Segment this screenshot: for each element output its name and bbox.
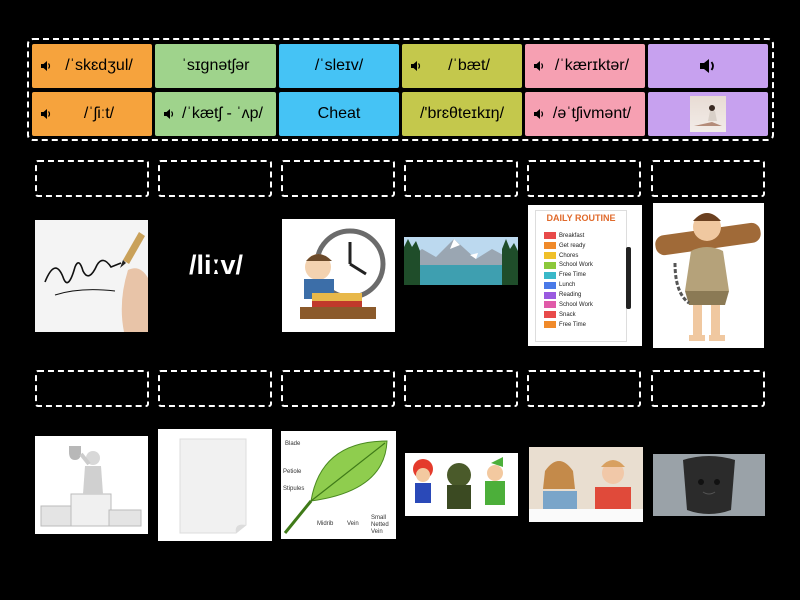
routine-item-label: Chores [559,252,579,259]
daily-routine-item: Lunch [544,280,593,290]
tile-audio-only[interactable] [648,44,768,88]
tile-label: /ˈbæt/ [448,57,490,74]
achievement-podium-image [35,436,148,534]
routine-item-label: Free Time [559,272,587,279]
daily-routine-item: Get ready [544,241,593,251]
routine-item-label: School Work [559,301,593,308]
slave-image [653,203,764,348]
tile-label: /'brɛθteɪkɪŋ/ [419,105,505,122]
blank-sheet-image [158,429,272,541]
daily-routine-item: Snack [544,310,593,320]
person-thumbnail [690,96,726,132]
routine-item-label: Reading [559,292,582,299]
tile-breathtaking[interactable]: /'brɛθteɪkɪŋ/ [402,92,522,136]
leaf-label-vein: Vein [347,521,359,527]
routine-color-swatch [544,281,556,289]
daily-routine-item: School Work [544,261,593,271]
routine-item-label: Snack [559,311,576,318]
routine-color-swatch [544,261,556,269]
drop-slot-2[interactable] [158,160,272,197]
catch-up-children-image [529,447,643,522]
tile-label: /əˈtʃivmənt/ [552,105,632,122]
schedule-clock-image [282,219,395,332]
breathtaking-landscape-image [404,237,518,285]
speaker-icon[interactable] [40,60,52,72]
leaf-label-stipules: Stipules [283,486,305,492]
drop-slot-5[interactable] [527,160,641,197]
drop-slot-10[interactable] [404,370,518,407]
routine-item-label: School Work [559,262,593,269]
routine-item-label: Free Time [559,321,587,328]
drop-slot-8[interactable] [158,370,272,407]
tile-image-person[interactable] [648,92,768,136]
tile-character[interactable]: /ˈkærɪktər/ [525,44,645,88]
routine-color-swatch [544,232,556,240]
bat-image [653,454,765,516]
routine-color-swatch [544,291,556,299]
leaf-label-small-vein: Small Netted Vein [371,515,389,535]
leave-phonetic-card: /liːv/ [188,250,243,280]
tile-label: /ˈsleɪv/ [314,57,364,74]
drop-slot-4[interactable] [404,160,518,197]
drop-slot-9[interactable] [281,370,395,407]
signature-image [35,220,148,332]
daily-routine-item: Chores [544,251,593,261]
daily-routine-item: Free Time [544,320,593,330]
daily-routine-item: School Work [544,300,593,310]
tile-catch-up[interactable]: /ˈkætʃ - ˈʌp/ [155,92,276,136]
routine-item-label: Breakfast [559,232,585,239]
leaf-label-midrib: Midrib [317,521,334,527]
tile-label: /ˈʃiːt/ [83,105,115,122]
daily-routine-title: DAILY ROUTINE [546,213,616,223]
drop-slot-7[interactable] [35,370,149,407]
tile-label: /ˈkærɪktər/ [554,57,630,74]
speaker-icon[interactable] [163,108,175,120]
speaker-icon[interactable] [533,108,545,120]
speaker-icon[interactable] [410,60,422,72]
leaf-label-petiole: Petiole [283,469,302,475]
routine-color-swatch [544,301,556,309]
daily-routine-item: Free Time [544,271,593,281]
tile-achievement[interactable]: /əˈtʃivmənt/ [525,92,645,136]
speaker-icon[interactable] [40,108,52,120]
speaker-icon[interactable] [533,60,545,72]
drop-slot-6[interactable] [651,160,765,197]
daily-routine-item: Reading [544,290,593,300]
answer-tile-pool [27,38,774,141]
tile-sheet[interactable]: /ˈʃiːt/ [32,92,152,136]
routine-color-swatch [544,321,556,329]
tile-label: Cheat [317,105,361,122]
tile-label: /ˈskɛdʒul/ [65,57,133,74]
drop-slot-12[interactable] [651,370,765,407]
routine-color-swatch [544,271,556,279]
drop-slot-1[interactable] [35,160,149,197]
tile-slave[interactable]: /ˈsleɪv/ [279,44,399,88]
leaf-diagram-image: Blade Petiole Stipules Midrib Vein Small… [281,431,396,539]
tile-label: ˈsɪgnətʃər [181,57,250,74]
tile-label: /ˈkætʃ - ˈʌp/ [182,105,263,122]
routine-color-swatch [544,252,556,260]
tile-cheat[interactable]: Cheat [279,92,399,136]
drop-slot-11[interactable] [527,370,641,407]
routine-item-label: Get ready [559,242,586,249]
leaf-label-blade: Blade [285,441,301,447]
drop-slot-3[interactable] [281,160,395,197]
speaker-icon[interactable] [698,56,718,76]
game-characters-image [405,453,518,516]
tile-bat[interactable]: /ˈbæt/ [402,44,522,88]
tile-schedule[interactable]: /ˈskɛdʒul/ [32,44,152,88]
daily-routine-item: Breakfast [544,231,593,241]
routine-color-swatch [544,242,556,250]
pen-image [626,247,631,309]
routine-color-swatch [544,311,556,319]
routine-item-label: Lunch [559,282,576,289]
tile-signature[interactable]: ˈsɪgnətʃər [155,44,276,88]
